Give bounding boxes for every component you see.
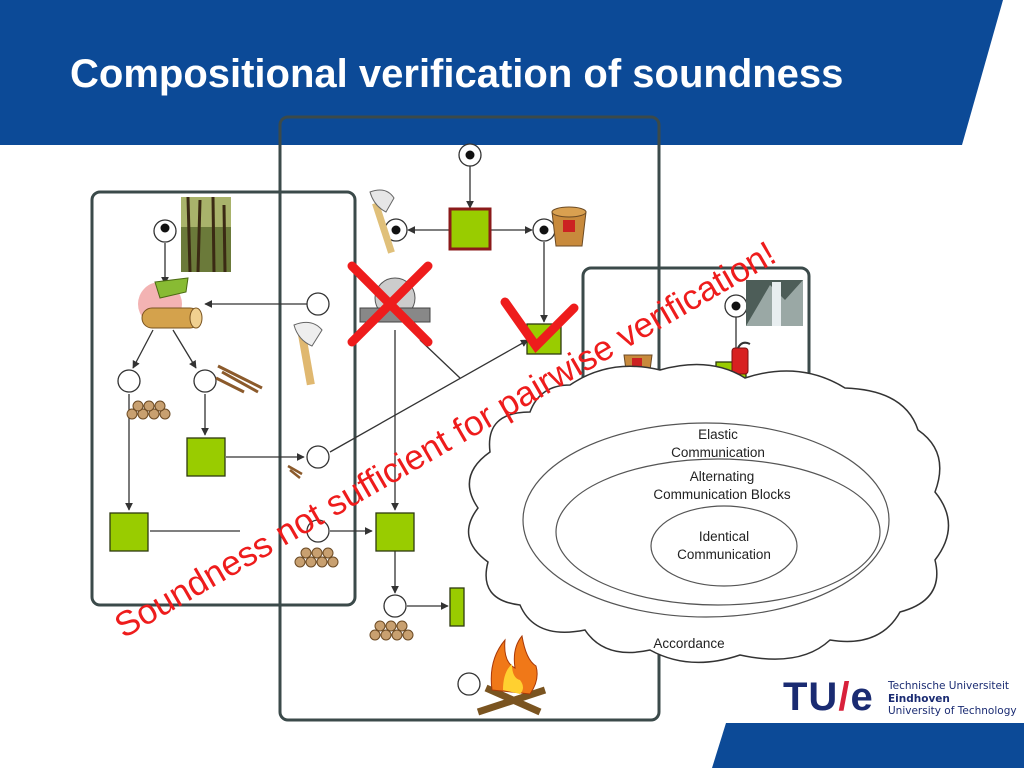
place <box>306 519 330 543</box>
campfire-icon <box>476 634 547 716</box>
waterfall-photo-icon <box>746 280 803 326</box>
component-box-left <box>90 190 357 607</box>
fire-extinguisher-icon <box>731 341 751 375</box>
place <box>457 672 481 696</box>
cloud-shape <box>467 363 950 664</box>
elastic-communication-ellipse <box>522 422 890 618</box>
sticks-icon <box>287 464 303 479</box>
transition <box>375 512 415 552</box>
transition <box>109 512 149 552</box>
red-cross-icon <box>347 261 433 347</box>
firewood-icon <box>294 547 339 568</box>
place <box>383 594 407 618</box>
identical-label-2: Communication <box>677 547 771 562</box>
alternating-communication-ellipse <box>555 458 881 606</box>
elastic-label-2: Communication <box>671 445 765 460</box>
axe-icon <box>369 189 395 254</box>
axe-icon <box>293 321 323 386</box>
place <box>117 369 141 393</box>
transition-highlighted <box>448 207 492 251</box>
accordance-label: Accordance <box>653 636 724 651</box>
chopping-log-icon <box>138 277 203 329</box>
red-check-icon <box>500 297 579 353</box>
title-banner <box>0 0 1003 145</box>
token <box>731 301 741 311</box>
slide-title: Compositional verification of soundness <box>70 52 844 96</box>
footer-band <box>712 723 1024 768</box>
sticks-icon <box>215 364 263 394</box>
logo-mark: TU/e <box>783 675 874 719</box>
forest-photo-icon <box>181 196 231 273</box>
identical-communication-ellipse <box>650 505 798 587</box>
firewood-icon <box>369 620 414 641</box>
token <box>539 225 549 235</box>
place <box>306 292 330 316</box>
elastic-label: Elastic <box>698 427 738 442</box>
token <box>465 150 475 160</box>
token <box>391 225 401 235</box>
logo-text: Technische Universiteit Eindhoven Univer… <box>888 680 1017 717</box>
place <box>193 369 217 393</box>
token <box>160 223 170 233</box>
tue-logo: TU/e Technische Universiteit Eindhoven U… <box>783 675 1018 725</box>
alternating-label: Alternating <box>690 469 755 484</box>
transition <box>186 437 226 477</box>
alternating-label-2: Communication Blocks <box>653 487 791 502</box>
identical-label: Identical <box>699 529 749 544</box>
firewood-icon <box>126 400 171 420</box>
place <box>306 445 330 469</box>
bucket-icon <box>551 206 587 247</box>
transition <box>449 587 465 627</box>
